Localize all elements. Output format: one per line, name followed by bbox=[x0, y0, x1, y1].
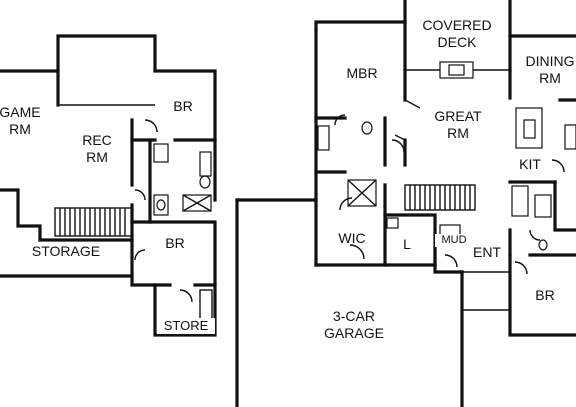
great-rm-label-line1: GREAT bbox=[434, 108, 482, 124]
door-swing bbox=[179, 289, 193, 303]
range bbox=[564, 124, 576, 150]
game-rm-label-line1: GAME bbox=[0, 104, 41, 120]
door-swing bbox=[134, 189, 146, 201]
room-label-wic: WIC bbox=[338, 230, 366, 246]
mud-wall bbox=[433, 248, 464, 274]
mbath-vanity bbox=[317, 125, 330, 151]
door-swing bbox=[144, 119, 158, 133]
main-bath-toilet bbox=[538, 239, 548, 251]
lower-bottom-wall bbox=[0, 274, 157, 287]
door-swing bbox=[551, 159, 565, 173]
room-label-garage: 3-CAR GARAGE bbox=[312, 308, 396, 342]
vanity bbox=[199, 151, 212, 177]
mbr-top-wall bbox=[314, 20, 407, 32]
door-swing bbox=[514, 261, 528, 275]
room-label-lower-br-bottom: BR bbox=[165, 235, 185, 251]
room-label-storage: STORAGE bbox=[31, 243, 101, 259]
toilet bbox=[199, 175, 211, 189]
door-swing bbox=[444, 254, 458, 268]
lower-stair-treads bbox=[59, 208, 126, 236]
door-swing bbox=[349, 244, 365, 260]
br-main-left-wall bbox=[508, 253, 576, 337]
lower-left-wall bbox=[0, 188, 42, 242]
door-swing bbox=[529, 229, 541, 241]
lower-right-wall bbox=[153, 223, 217, 337]
garage-label-line1: 3-CAR bbox=[332, 308, 375, 324]
door-swing bbox=[391, 139, 405, 153]
covered-deck-label-line1: COVERED bbox=[422, 17, 492, 33]
room-label-main-br: BR bbox=[535, 287, 555, 303]
main-bath-tub bbox=[534, 194, 552, 218]
room-label-dining-rm: DINING RM bbox=[518, 53, 576, 87]
mbath-toilet bbox=[361, 121, 373, 135]
kit-bath-wall bbox=[553, 180, 576, 232]
washer bbox=[386, 217, 399, 229]
dining-rm-label-line2: RM bbox=[539, 70, 561, 86]
room-label-kit: KIT bbox=[519, 156, 541, 172]
garage-label-line2: GARAGE bbox=[324, 325, 384, 341]
rec-rm-label-line1: REC bbox=[82, 132, 112, 148]
lower-stairs bbox=[54, 207, 133, 237]
tub bbox=[153, 143, 169, 163]
door-swing bbox=[339, 197, 353, 211]
main-bath-vanity bbox=[511, 185, 529, 217]
main-stair-treads bbox=[409, 185, 471, 210]
room-label-mud: MUD bbox=[435, 234, 473, 247]
lower-bumpout-wall bbox=[56, 34, 157, 107]
door-swing bbox=[334, 114, 346, 126]
room-label-great-rm: GREAT RM bbox=[428, 108, 488, 142]
room-label-game-rm: GAME RM bbox=[0, 104, 44, 138]
covered-deck-label-line2: DECK bbox=[437, 34, 477, 50]
laundry-wall bbox=[383, 213, 437, 267]
great-rm-label-line2: RM bbox=[447, 125, 469, 141]
main-level-plan bbox=[235, 0, 576, 407]
rec-rm-label-line2: RM bbox=[86, 149, 108, 165]
game-rm-label-line2: RM bbox=[9, 121, 31, 137]
lower-level-plan bbox=[0, 34, 217, 337]
dining-rm-label-line1: DINING bbox=[525, 53, 575, 69]
door-swing bbox=[134, 249, 146, 261]
room-label-lower-br-top: BR bbox=[173, 98, 193, 114]
room-label-laundry: L bbox=[403, 236, 411, 252]
lower-top-wall-right bbox=[153, 69, 217, 202]
room-label-ent: ENT bbox=[473, 244, 501, 260]
room-label-covered-deck: COVERED DECK bbox=[412, 17, 502, 51]
room-label-rec-rm: REC RM bbox=[74, 132, 120, 166]
room-label-store: STORE bbox=[157, 318, 215, 334]
room-label-mbr: MBR bbox=[346, 65, 378, 81]
